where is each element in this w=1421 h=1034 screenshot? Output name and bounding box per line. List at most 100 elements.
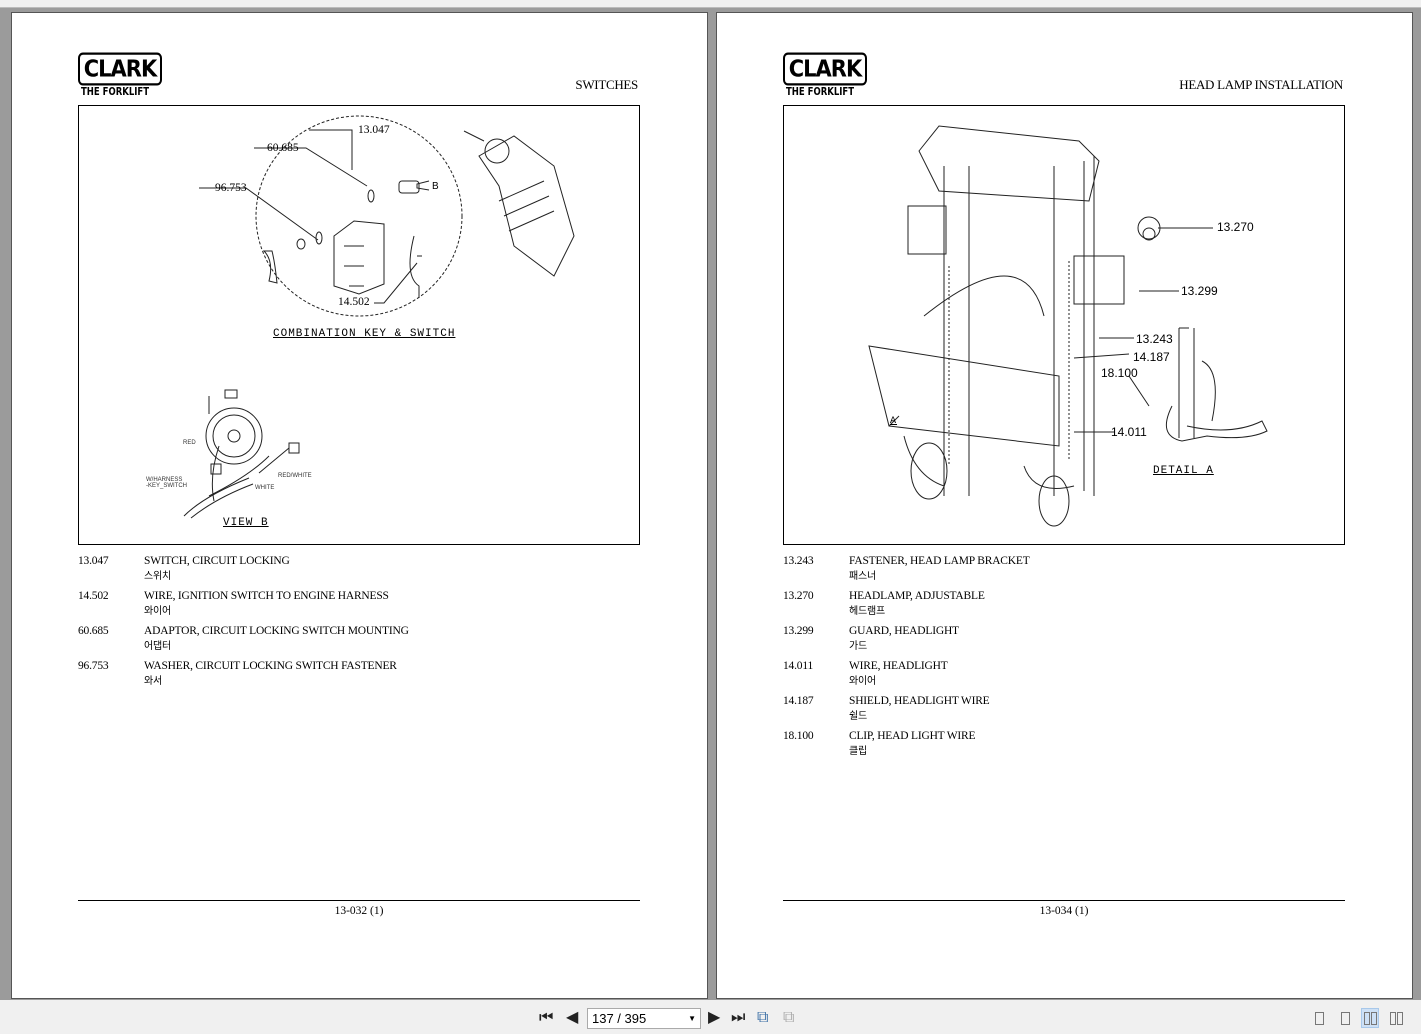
part-description: WASHER, CIRCUIT LOCKING SWITCH FASTENER <box>144 660 397 672</box>
callout-13243: 13.243 <box>1136 332 1173 346</box>
two-page-continuous-view-button[interactable] <box>1387 1008 1405 1028</box>
switch-diagram: 13.047 60.685 96.753 14.502 B COMBINATIO… <box>78 105 640 545</box>
callout-13047: 13.047 <box>358 124 390 136</box>
parts-list: 13.243 FASTENER, HEAD LAMP BRACKET 패스너 13.… <box>783 555 1343 765</box>
parts-row: 14.187 SHIELD, HEADLIGHT WIRE 쉴드 <box>783 695 1343 730</box>
wire-label-red: RED <box>183 440 196 446</box>
page-number: 13-032 (1) <box>334 905 384 917</box>
two-page-icon-right <box>1371 1012 1377 1025</box>
part-number: 14.011 <box>783 660 813 672</box>
caption-combination-key-switch: COMBINATION KEY & SWITCH <box>273 328 456 340</box>
part-description-korean: 쉴드 <box>849 711 867 722</box>
logo-brand: CLARK <box>783 52 867 86</box>
previous-page-button[interactable]: ◀ <box>566 1009 578 1027</box>
detail-marker-a: A <box>890 416 898 427</box>
next-view-icon: ⧉ <box>783 1009 795 1026</box>
part-description-korean: 어댑터 <box>144 641 171 652</box>
part-number: 13.270 <box>783 590 814 602</box>
callout-14502: 14.502 <box>338 296 370 308</box>
part-number: 60.685 <box>78 625 109 637</box>
first-page-icon: ⏮ <box>539 1009 554 1026</box>
logo-brand: CLARK <box>78 52 162 86</box>
footer-divider <box>783 900 1345 901</box>
chevron-down-icon: ▼ <box>688 1014 696 1023</box>
part-description: FASTENER, HEAD LAMP BRACKET <box>849 555 1030 567</box>
top-toolbar-edge <box>0 0 1421 8</box>
parts-row: 14.502 WIRE, IGNITION SWITCH TO ENGINE HA… <box>78 590 638 625</box>
continuous-page-icon <box>1341 1012 1350 1025</box>
clark-logo: CLARK THE FORKLIFT <box>78 52 164 98</box>
callout-96753: 96.753 <box>215 182 247 194</box>
callout-14011: 14.011 <box>1111 425 1147 439</box>
callout-18100: 18.100 <box>1101 366 1138 380</box>
part-number: 14.187 <box>783 695 814 707</box>
callout-13270: 13.270 <box>1217 220 1254 234</box>
part-description-korean: 와서 <box>144 676 162 687</box>
previous-view-icon: ⧉ <box>757 1009 769 1026</box>
part-description: WIRE, IGNITION SWITCH TO ENGINE HARNESS <box>144 590 389 602</box>
part-description: ADAPTOR, CIRCUIT LOCKING SWITCH MOUNTING <box>144 625 409 637</box>
headlamp-drawing <box>868 125 1268 527</box>
parts-row: 13.270 HEADLAMP, ADJUSTABLE 헤드램프 <box>783 590 1343 625</box>
single-page-view-button[interactable] <box>1310 1008 1328 1028</box>
part-number: 13.299 <box>783 625 814 637</box>
part-number: 18.100 <box>783 730 814 742</box>
two-page-view-button[interactable] <box>1361 1008 1379 1028</box>
part-description: SWITCH, CIRCUIT LOCKING <box>144 555 290 567</box>
parts-row: 13.299 GUARD, HEADLIGHT 가드 <box>783 625 1343 660</box>
parts-row: 14.011 WIRE, HEADLIGHT 와이어 <box>783 660 1343 695</box>
last-page-button[interactable]: ⏭ <box>731 1009 745 1027</box>
part-description-korean: 와이어 <box>849 676 876 687</box>
wire-label-red-white: RED/WHITE <box>278 473 312 479</box>
pdf-page-right: CLARK THE FORKLIFT HEAD LAMP INSTALLATIO… <box>716 12 1413 999</box>
part-number: 14.502 <box>78 590 109 602</box>
page-title: SWITCHES <box>575 77 638 92</box>
headlamp-diagram: 13.270 13.299 13.243 14.187 18.100 14.01… <box>783 105 1345 545</box>
go-back-view-button[interactable]: ⧉ <box>757 1009 768 1027</box>
previous-page-icon: ◀ <box>566 1009 579 1026</box>
page-number: 13-034 (1) <box>1039 905 1089 917</box>
caption-detail-a: DETAIL A <box>1153 465 1214 477</box>
page-number-select[interactable]: 137 / 395 ▼ <box>587 1008 701 1029</box>
parts-row: 60.685 ADAPTOR, CIRCUIT LOCKING SWITCH MO… <box>78 625 638 660</box>
part-description-korean: 패스너 <box>849 571 876 582</box>
callout-14187: 14.187 <box>1133 350 1170 364</box>
logo-tagline: THE FORKLIFT <box>81 86 150 98</box>
part-description-korean: 클립 <box>849 746 867 757</box>
two-page-continuous-icon <box>1390 1012 1396 1025</box>
two-page-continuous-icon-right <box>1397 1012 1403 1025</box>
wire-label-harness: W/HARNESS <box>146 477 183 483</box>
callout-13299: 13.299 <box>1181 284 1218 298</box>
part-description-korean: 가드 <box>849 641 867 652</box>
part-description: SHIELD, HEADLIGHT WIRE <box>849 695 990 707</box>
continuous-view-button[interactable] <box>1336 1008 1354 1028</box>
parts-row: 96.753 WASHER, CIRCUIT LOCKING SWITCH FAS… <box>78 660 638 695</box>
go-forward-view-button[interactable]: ⧉ <box>783 1009 794 1027</box>
page-field-value: 137 / 395 <box>592 1011 647 1026</box>
logo-tagline: THE FORKLIFT <box>786 86 855 98</box>
arrow-label-b: B <box>432 181 439 192</box>
last-page-icon: ⏭ <box>731 1009 746 1026</box>
part-number: 13.243 <box>783 555 814 567</box>
part-description-korean: 와이어 <box>144 606 171 617</box>
page-title: HEAD LAMP INSTALLATION <box>1179 77 1343 92</box>
part-number: 96.753 <box>78 660 109 672</box>
part-description: HEADLAMP, ADJUSTABLE <box>849 590 985 602</box>
part-description-korean: 스위치 <box>144 571 171 582</box>
next-page-button[interactable]: ▶ <box>708 1009 720 1027</box>
clark-logo: CLARK THE FORKLIFT <box>783 52 869 98</box>
switch-drawing <box>183 115 575 519</box>
first-page-button[interactable]: ⏮ <box>539 1009 553 1027</box>
part-description: GUARD, HEADLIGHT <box>849 625 959 637</box>
footer-divider <box>78 900 640 901</box>
wire-label-key-switch: -KEY_SWITCH <box>146 483 188 489</box>
next-page-icon: ▶ <box>708 1009 721 1026</box>
single-page-icon <box>1315 1012 1324 1025</box>
two-page-icon <box>1364 1012 1370 1025</box>
wire-label-white: WHITE <box>255 485 275 491</box>
part-description-korean: 헤드램프 <box>849 606 885 617</box>
part-description: WIRE, HEADLIGHT <box>849 660 948 672</box>
